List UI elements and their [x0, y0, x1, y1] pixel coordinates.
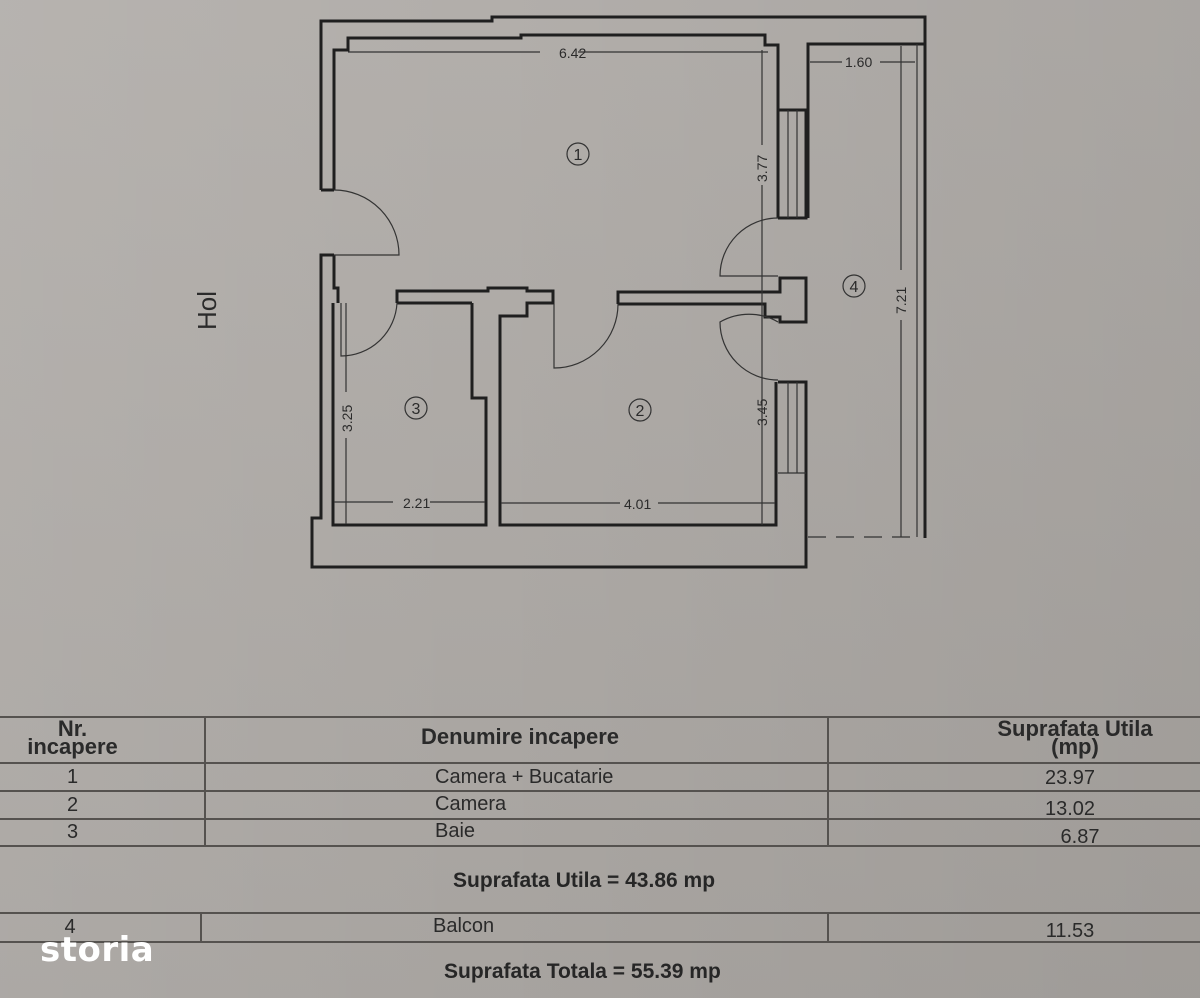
row3-nr: 3 — [66, 821, 79, 843]
header-nr-line1: Nr. — [57, 716, 88, 741]
balcony-door-1-arc — [719, 217, 779, 277]
header-area: Suprafata Utila (mp) — [960, 716, 1190, 759]
row4-nr: 4 — [64, 916, 76, 938]
room3-walls — [331, 303, 488, 527]
row3-name: Baie — [435, 820, 476, 842]
row3-area: 6.87 — [1060, 826, 1100, 848]
storia-watermark-logo: storia — [40, 930, 155, 970]
header-name: Denumire incapere — [420, 724, 620, 749]
balcony-door-2-arc — [719, 313, 779, 381]
row1-name: Camera + Bucatarie — [435, 766, 614, 788]
dim-balcony-length: 7.21 — [893, 287, 909, 314]
total-area: Suprafata Totala = 55.39 mp — [444, 960, 721, 983]
room-number-1: 1 — [574, 147, 583, 164]
dim-room3-depth: 3.25 — [339, 405, 355, 432]
header-nr-line2: incapere — [27, 734, 118, 759]
outer-wall-top — [319, 15, 927, 538]
room2-door-arc — [553, 303, 619, 369]
floor-plan: 6.42 1.60 2.21 4.01 3.77 3.45 3.25 7.21 … — [192, 15, 927, 569]
dim-room1-width: 6.42 — [559, 45, 586, 61]
dim-room1-depth: 3.77 — [754, 155, 770, 182]
row1-area: 23.97 — [1044, 767, 1096, 789]
corridor-label: Hol — [192, 291, 222, 330]
dim-room2-depth: 3.45 — [754, 399, 770, 426]
row1-nr: 1 — [66, 766, 79, 788]
outer-wall-left-bottom — [310, 253, 808, 569]
header-nr: Nr. incapere — [0, 716, 145, 759]
bathroom-door-arc — [340, 302, 398, 357]
dim-room3-width: 2.21 — [403, 495, 430, 511]
header-area-line2: (mp) — [1051, 734, 1099, 759]
subtotal-usable-area: Suprafata Utila = 43.86 mp — [453, 869, 716, 892]
room-number-3: 3 — [412, 401, 421, 418]
room1-inner-wall — [332, 33, 780, 218]
floor-plan-drawing: 6.42 1.60 2.21 4.01 3.77 3.45 3.25 7.21 … — [192, 15, 927, 569]
row2-nr: 2 — [66, 794, 79, 816]
room-number-4: 4 — [850, 279, 859, 296]
room-number-2: 2 — [636, 403, 645, 420]
row2-name: Camera — [435, 793, 507, 815]
header-area-line1: Suprafata Utila — [997, 716, 1153, 741]
balcony-wall — [806, 42, 925, 218]
row4-name: Balcon — [433, 915, 495, 937]
partition-wall — [616, 276, 808, 324]
entrance-door-arc — [333, 189, 400, 256]
row2-area: 13.02 — [1044, 798, 1096, 820]
dim-balcony-width: 1.60 — [845, 54, 872, 70]
row4-area: 11.53 — [1045, 920, 1095, 942]
dim-room2-width: 4.01 — [624, 496, 651, 512]
room2-walls — [395, 286, 778, 527]
